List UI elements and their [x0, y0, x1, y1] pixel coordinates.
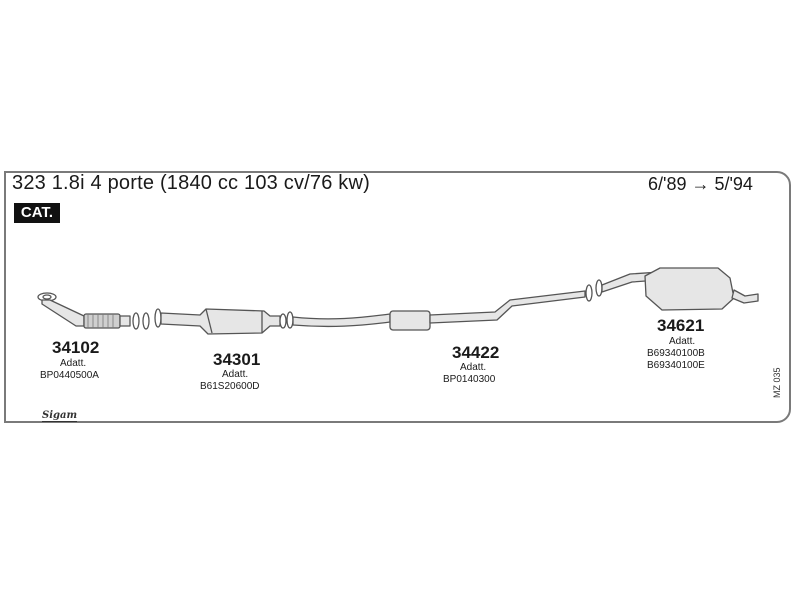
- catalytic-converter-34301[interactable]: [154, 308, 287, 335]
- intermediate-pipe-34422[interactable]: [286, 284, 593, 331]
- reference-code: MZ 035: [772, 367, 782, 398]
- part-adapt-code: BP0440500A: [40, 370, 99, 381]
- part-number: 34422: [452, 343, 500, 362]
- part-adapt-label: Adatt.: [460, 362, 487, 373]
- catalytic-badge: CAT.: [14, 203, 60, 223]
- part-number: 34621: [657, 316, 705, 335]
- rear-silencer-34621[interactable]: [595, 267, 759, 311]
- part-number: 34102: [52, 338, 100, 357]
- part-adapt-code: B69340100E: [647, 360, 705, 371]
- part-adapt-label: Adatt.: [222, 369, 249, 380]
- part-adapt-code: B61S20600D: [200, 381, 260, 392]
- part-adapt-code: B69340100B: [647, 348, 705, 359]
- model-title: 323 1.8i 4 porte (1840 cc 103 cv/76 kw): [12, 172, 371, 194]
- production-date-range: 6/'89 → 5/'94: [648, 174, 753, 194]
- part-number: 34301: [213, 350, 261, 369]
- part-adapt-code: BP0140300: [443, 374, 496, 385]
- part-adapt-label: Adatt.: [669, 336, 696, 347]
- front-pipe-34102[interactable]: [37, 292, 150, 330]
- part-adapt-label: Adatt.: [60, 358, 87, 369]
- brand-logo: Sigam: [42, 410, 78, 422]
